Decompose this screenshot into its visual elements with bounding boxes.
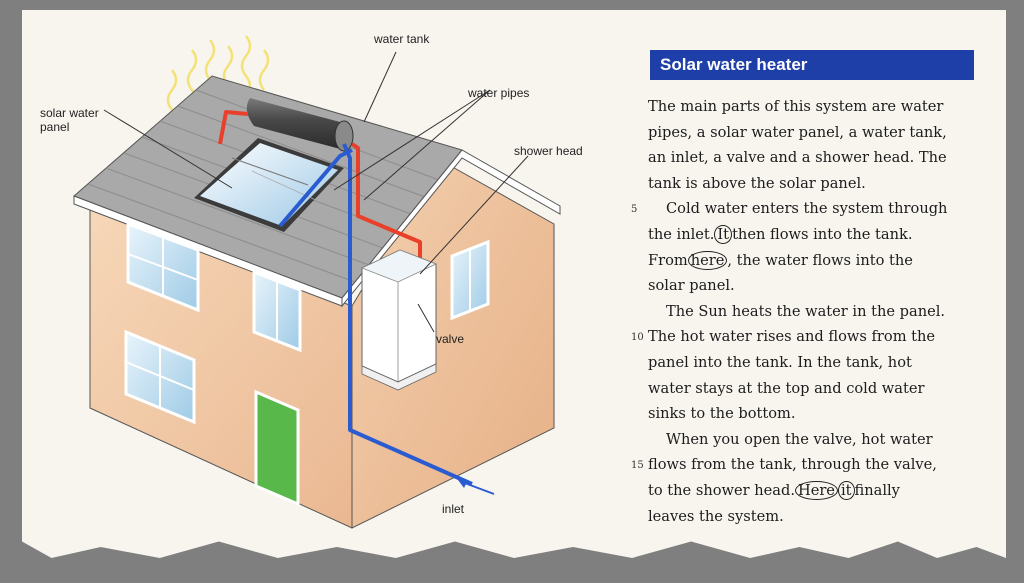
line-number-10: 10	[631, 332, 644, 344]
line-number-5: 5	[631, 204, 638, 216]
text-span: finally	[854, 481, 900, 499]
label-valve: valve	[436, 332, 465, 346]
water-tank	[246, 98, 354, 152]
text-line: an inlet, a valve and a shower head. The	[648, 149, 947, 167]
house-illustration	[73, 35, 561, 529]
title-bar: Solar water heater	[650, 50, 974, 80]
circled-word: It	[714, 224, 733, 244]
text-line: 10 The hot water rises and flows from th…	[631, 324, 982, 350]
label-solar-panel-line1: solar water	[40, 106, 99, 120]
text-line: The Sun heats the water in the panel.	[642, 299, 982, 325]
text-span: When you open the valve, hot water	[666, 430, 933, 448]
label-solar-panel-line2: panel	[40, 120, 70, 134]
text-span: The hot water rises and flows from the	[648, 328, 936, 346]
text-line: pipes, a solar water panel, a water tank…	[648, 123, 947, 141]
text-span: then flows into the tank.	[732, 225, 913, 243]
circled-word: Here	[794, 480, 838, 500]
text-line: 15 flows from the tank, through the valv…	[631, 452, 982, 478]
text-line: water stays at the top and cold water	[648, 379, 925, 397]
text-span: The Sun heats the water in the panel.	[666, 302, 946, 320]
circled-word: here	[687, 250, 728, 270]
label-solar-panel: solar water panel	[40, 106, 99, 134]
callout-leaders	[103, 51, 529, 333]
text-line: When you open the valve, hot water	[642, 427, 982, 453]
cold-water-pipes	[278, 143, 473, 486]
text-span: the inlet.	[648, 225, 715, 243]
shower-cubicle	[360, 249, 438, 391]
solar-panel	[194, 138, 344, 232]
label-shower-head: shower head	[514, 144, 583, 158]
text-span: flows from the tank, through the valve,	[648, 456, 937, 474]
text-line: tank is above the solar panel.	[648, 174, 866, 192]
text-line: panel into the tank. In the tank, hot	[648, 353, 912, 371]
text-span: Cold water enters the system through	[666, 200, 948, 218]
inlet-arrow	[458, 480, 495, 495]
front-door	[254, 389, 300, 507]
circled-word: it	[837, 480, 855, 500]
text-line: The main parts of this system are water	[648, 98, 944, 115]
text-line: 5 Cold water enters the system through	[631, 196, 982, 222]
text-line: solar panel.	[648, 277, 735, 295]
text-span: to the shower head.	[648, 481, 795, 499]
text-span: From	[648, 251, 688, 269]
label-water-pipes: water pipes	[468, 86, 530, 100]
section-title: Solar water heater	[660, 55, 808, 74]
reading-text: The main parts of this system are water …	[631, 94, 982, 529]
label-water-tank: water tank	[374, 32, 430, 46]
label-inlet: inlet	[442, 502, 465, 516]
worksheet-page: water tank water pipes solar water panel…	[22, 10, 1006, 558]
text-line: leaves the system.	[648, 507, 784, 525]
text-line: sinks to the bottom.	[648, 405, 796, 423]
line-number-15: 15	[631, 460, 644, 472]
text-span: , the water flows into the	[727, 251, 913, 269]
